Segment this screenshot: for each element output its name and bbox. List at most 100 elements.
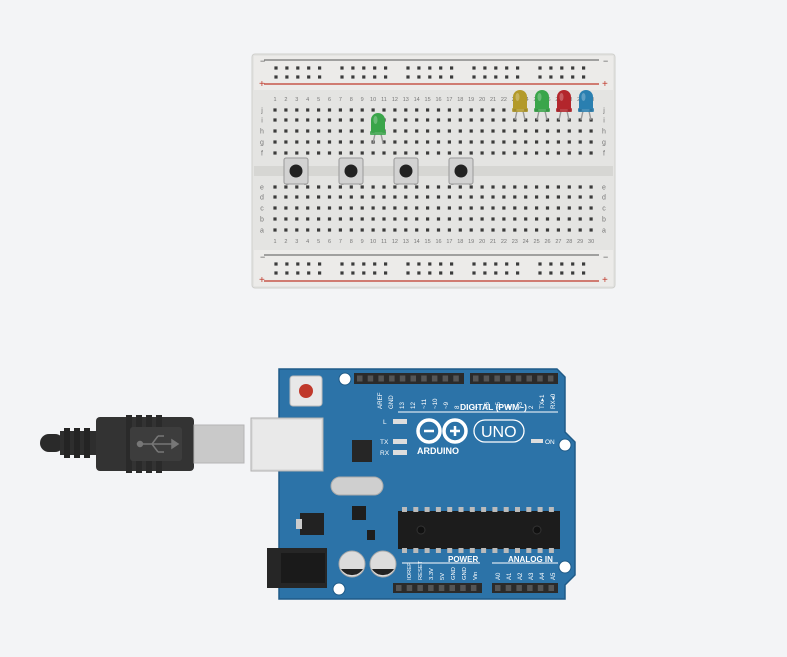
rail-hole[interactable] xyxy=(417,262,421,266)
rail-hole[interactable] xyxy=(296,271,300,275)
terminal-hole[interactable] xyxy=(513,206,517,210)
terminal-hole[interactable] xyxy=(513,118,517,122)
rail-hole[interactable] xyxy=(362,75,366,79)
terminal-hole[interactable] xyxy=(436,206,441,210)
terminal-hole[interactable] xyxy=(567,206,571,210)
rail-hole[interactable] xyxy=(571,66,575,70)
terminal-hole[interactable] xyxy=(349,129,353,133)
terminal-hole[interactable] xyxy=(502,206,506,210)
terminal-hole[interactable] xyxy=(502,228,506,232)
terminal-hole[interactable] xyxy=(338,185,342,189)
terminal-hole[interactable] xyxy=(535,206,539,210)
rail-hole[interactable] xyxy=(351,262,355,266)
terminal-hole[interactable] xyxy=(469,185,473,189)
rail-hole[interactable] xyxy=(560,66,564,70)
terminal-hole[interactable] xyxy=(317,129,321,133)
rail-hole[interactable] xyxy=(296,66,300,70)
header-pin[interactable] xyxy=(399,375,406,382)
rail-hole[interactable] xyxy=(318,75,322,79)
header-pin[interactable] xyxy=(547,375,554,382)
terminal-hole[interactable] xyxy=(567,129,571,133)
terminal-hole[interactable] xyxy=(393,140,397,144)
reset-button[interactable] xyxy=(289,375,323,407)
terminal-hole[interactable] xyxy=(393,195,397,199)
terminal-hole[interactable] xyxy=(393,206,397,210)
terminal-hole[interactable] xyxy=(426,195,430,199)
header-pin[interactable] xyxy=(470,585,477,591)
header-pin[interactable] xyxy=(526,375,533,382)
terminal-hole[interactable] xyxy=(349,108,353,112)
rail-hole[interactable] xyxy=(571,262,575,266)
terminal-hole[interactable] xyxy=(480,185,484,189)
usb-b-port[interactable] xyxy=(250,417,324,472)
terminal-hole[interactable] xyxy=(360,118,364,122)
terminal-hole[interactable] xyxy=(317,217,321,221)
rail-hole[interactable] xyxy=(472,262,476,266)
rail-hole[interactable] xyxy=(472,271,476,275)
terminal-hole[interactable] xyxy=(306,185,310,189)
header-pin[interactable] xyxy=(516,585,522,591)
terminal-hole[interactable] xyxy=(317,195,321,199)
terminal-hole[interactable] xyxy=(567,217,571,221)
terminal-hole[interactable] xyxy=(458,151,462,155)
header-pin[interactable] xyxy=(428,585,434,591)
terminal-hole[interactable] xyxy=(545,140,550,144)
terminal-hole[interactable] xyxy=(295,151,299,155)
terminal-hole[interactable] xyxy=(491,217,495,221)
rail-hole[interactable] xyxy=(406,75,410,79)
terminal-hole[interactable] xyxy=(436,118,441,122)
led-yellow[interactable] xyxy=(512,90,528,121)
terminal-hole[interactable] xyxy=(513,228,517,232)
terminal-hole[interactable] xyxy=(360,108,364,112)
header-pin[interactable] xyxy=(495,585,501,591)
terminal-hole[interactable] xyxy=(589,140,593,144)
terminal-hole[interactable] xyxy=(371,195,375,199)
terminal-hole[interactable] xyxy=(589,195,593,199)
terminal-hole[interactable] xyxy=(491,185,495,189)
terminal-hole[interactable] xyxy=(415,108,419,112)
terminal-hole[interactable] xyxy=(295,228,299,232)
terminal-hole[interactable] xyxy=(447,129,451,133)
terminal-hole[interactable] xyxy=(404,206,408,210)
rail-hole[interactable] xyxy=(560,271,564,275)
terminal-hole[interactable] xyxy=(556,185,560,189)
rail-hole[interactable] xyxy=(296,75,300,79)
header-pin[interactable] xyxy=(438,585,445,591)
terminal-hole[interactable] xyxy=(447,195,451,199)
terminal-hole[interactable] xyxy=(426,108,430,112)
rail-hole[interactable] xyxy=(582,262,586,266)
terminal-hole[interactable] xyxy=(284,118,288,122)
terminal-hole[interactable] xyxy=(284,108,288,112)
terminal-hole[interactable] xyxy=(491,118,495,122)
terminal-hole[interactable] xyxy=(556,195,560,199)
terminal-hole[interactable] xyxy=(306,140,310,144)
push-button-3[interactable] xyxy=(393,157,419,185)
rail-hole[interactable] xyxy=(538,262,542,266)
terminal-hole[interactable] xyxy=(284,185,288,189)
terminal-hole[interactable] xyxy=(349,140,353,144)
terminal-hole[interactable] xyxy=(273,217,277,221)
terminal-hole[interactable] xyxy=(491,108,495,112)
terminal-hole[interactable] xyxy=(589,118,593,122)
terminal-hole[interactable] xyxy=(502,195,506,199)
terminal-hole[interactable] xyxy=(524,195,528,199)
terminal-hole[interactable] xyxy=(284,228,288,232)
terminal-hole[interactable] xyxy=(502,140,506,144)
terminal-hole[interactable] xyxy=(458,140,462,144)
terminal-hole[interactable] xyxy=(273,118,277,122)
rail-hole[interactable] xyxy=(362,271,366,275)
terminal-hole[interactable] xyxy=(480,129,484,133)
terminal-hole[interactable] xyxy=(426,185,430,189)
rail-hole[interactable] xyxy=(318,262,322,266)
rail-hole[interactable] xyxy=(373,271,377,275)
terminal-hole[interactable] xyxy=(327,195,332,199)
terminal-hole[interactable] xyxy=(393,108,397,112)
terminal-hole[interactable] xyxy=(404,217,408,221)
terminal-hole[interactable] xyxy=(327,228,332,232)
led-red[interactable] xyxy=(556,90,572,121)
terminal-hole[interactable] xyxy=(545,195,550,199)
rail-hole[interactable] xyxy=(582,75,586,79)
terminal-hole[interactable] xyxy=(371,228,375,232)
terminal-hole[interactable] xyxy=(578,129,582,133)
